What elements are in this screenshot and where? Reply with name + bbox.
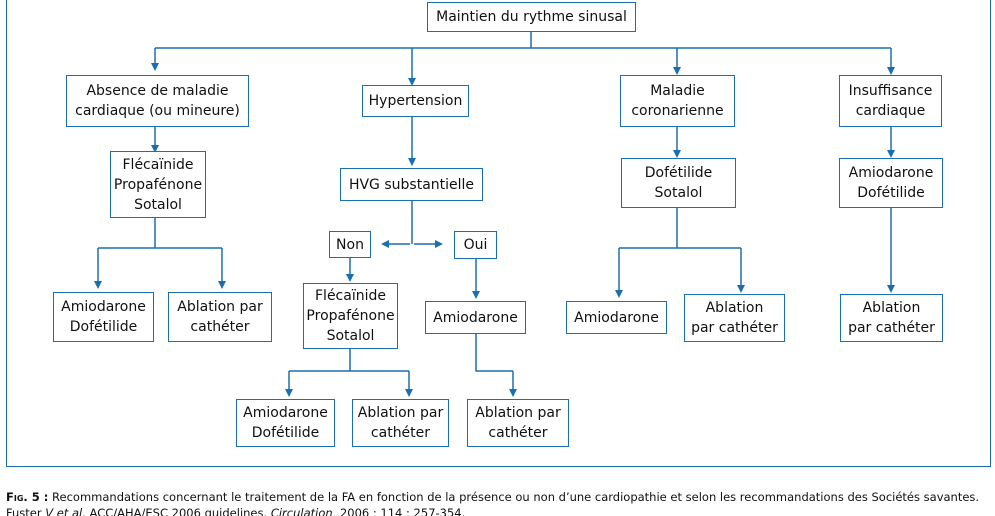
caption-text-1: Recommandations concernant le traitement…: [6, 490, 980, 516]
caption-journal: Circulation,: [270, 506, 337, 516]
node-absence-drugs: Flécaïnide Propafénone Sotalol: [110, 151, 206, 218]
node-maintien-rythme-sinusal: Maintien du rythme sinusal: [427, 2, 636, 32]
node-hypertension: Hypertension: [362, 85, 469, 117]
node-coronarienne-ablation: Ablation par cathéter: [684, 294, 785, 342]
oui-stem: [475, 334, 513, 372]
connector-lines: [94, 32, 895, 397]
node-non-drugs: Flécaïnide Propafénone Sotalol: [303, 283, 398, 349]
node-non-amiodarone-dofetilide: Amiodarone Dofétilide: [236, 399, 335, 447]
diagram-frame: [6, 0, 991, 467]
node-maladie-coronarienne: Maladie coronarienne: [620, 75, 735, 127]
node-insuffisance-cardiaque: Insuffisance cardiaque: [839, 75, 942, 127]
non-split: [289, 349, 409, 372]
node-insuffisance-ablation: Ablation par cathéter: [840, 294, 943, 342]
node-non: Non: [329, 231, 371, 258]
node-absence-ablation: Ablation par cathéter: [168, 292, 272, 342]
caption-figure-label: Fig. 5 :: [6, 490, 49, 504]
node-coronarienne-drugs: Dofétilide Sotalol: [621, 158, 736, 208]
node-coronarienne-amiodarone: Amiodarone: [566, 301, 667, 334]
node-non-ablation: Ablation par cathéter: [352, 399, 449, 447]
node-absence-amiodarone-dofetilide: Amiodarone Dofétilide: [53, 292, 154, 342]
node-absence-maladie-cardiaque: Absence de maladie cardiaque (ou mineure…: [66, 75, 249, 127]
caption-text-2: ACC/AHA/ESC 2006 guidelines.: [85, 506, 271, 516]
caption-text-3: 2006 ; 114 : 257-354.: [336, 506, 466, 516]
figure-caption: Fig. 5 : Recommandations concernant le t…: [6, 489, 991, 516]
absence-split: [98, 218, 222, 249]
coro-split: [619, 208, 741, 249]
root-connector: [155, 32, 891, 49]
node-oui-ablation: Ablation par cathéter: [467, 399, 569, 447]
caption-authors: V et al.: [45, 506, 86, 516]
node-oui: Oui: [454, 231, 497, 259]
node-insuffisance-drugs: Amiodarone Dofétilide: [839, 158, 943, 208]
node-oui-amiodarone: Amiodarone: [425, 301, 526, 334]
node-hvg-substantielle: HVG substantielle: [340, 168, 483, 201]
